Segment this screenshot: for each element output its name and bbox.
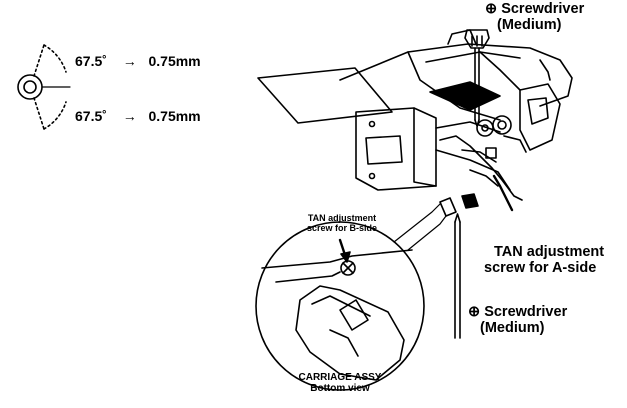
screwdriver-top-line1: Screwdriver	[501, 1, 585, 17]
screwdriver-bottom-drawing	[454, 213, 461, 339]
tan-b-side-label: TAN adjustment screw for B-side	[292, 213, 392, 234]
angle-legend-symbol	[17, 44, 71, 130]
screwdriver-top-drawing	[464, 29, 490, 127]
angle-lower-value: 67.5˚	[75, 108, 107, 124]
flat-cable	[257, 67, 393, 124]
bottom-view-detail	[255, 203, 447, 391]
phillips-icon: ⊕	[485, 1, 498, 17]
arrow-lower-glyph: →	[122, 108, 137, 124]
angle-legend-upper: 67.5˚ → 0.75mm	[75, 53, 201, 69]
carriage-line2: Bottom view	[310, 383, 370, 394]
tan-a-side-line2: screw for A-side	[484, 259, 597, 276]
arrow-upper-glyph: →	[122, 53, 137, 69]
tan-b-side-line2: screw for B-side	[306, 222, 378, 233]
offset-upper-value: 0.75mm	[148, 53, 201, 69]
a-side-pointer-line	[492, 174, 514, 212]
carriage-assy-label: CARRIAGE ASSY Bottom view	[285, 372, 395, 394]
carriage-mechanism	[339, 29, 573, 217]
tan-a-side-line1: TAN adjustment	[494, 244, 605, 260]
angle-legend-lower: 67.5˚ → 0.75mm	[75, 108, 201, 124]
carriage-line1: CARRIAGE ASSY	[298, 372, 382, 383]
offset-lower-value: 0.75mm	[148, 108, 201, 124]
screwdriver-bottom-line2: (Medium)	[480, 319, 545, 336]
phillips-icon: ⊕	[468, 304, 481, 320]
screwdriver-bottom-label: ⊕ Screwdriver (Medium)	[468, 304, 568, 337]
screwdriver-bottom-line1: Screwdriver	[484, 304, 568, 320]
tan-b-side-line1: TAN adjustment	[307, 213, 377, 223]
screwdriver-top-line2: (Medium)	[497, 16, 562, 33]
screwdriver-top-label: ⊕ Screwdriver (Medium)	[485, 1, 585, 34]
angle-upper-value: 67.5˚	[75, 53, 107, 69]
tan-a-side-label: TAN adjustment screw for A-side	[484, 244, 605, 277]
